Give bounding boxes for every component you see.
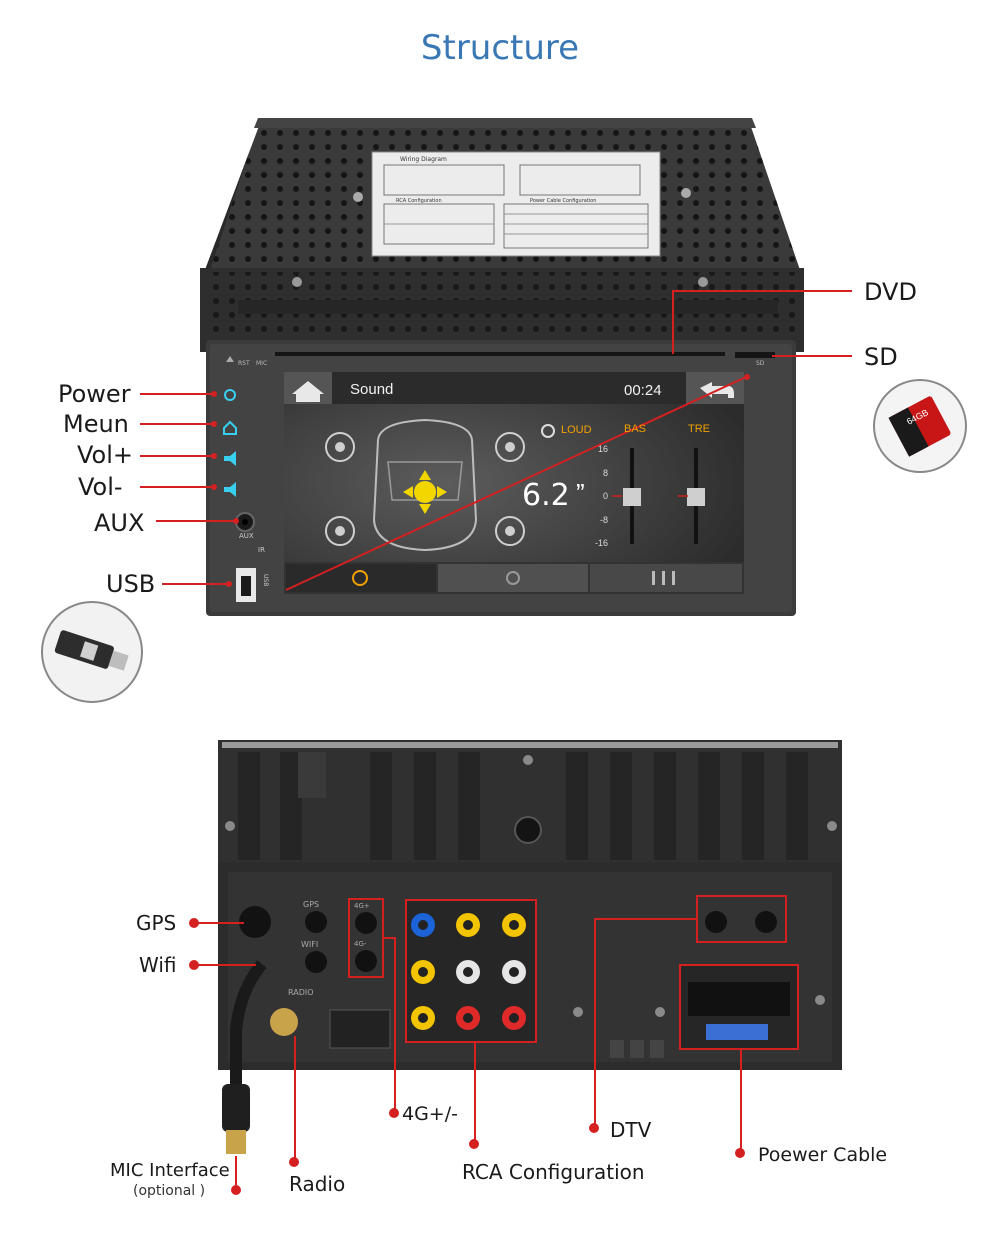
wifi-label: Wifi	[139, 953, 177, 977]
power-cable-label: Poewer Cable	[758, 1144, 888, 1166]
mic-interface-label: MIC Interface	[110, 1160, 230, 1181]
screen-title: Sound	[350, 381, 394, 398]
wifi-port-label: WIFI	[301, 940, 319, 949]
scale-minus-8: -8	[599, 515, 608, 525]
vol-up-label: Vol+	[77, 441, 134, 469]
sd-panel-label: SD	[756, 360, 765, 367]
g4m-port-label: 4G-	[354, 940, 367, 948]
gps-port-label: GPS	[303, 900, 320, 909]
scale-8: 8	[602, 468, 608, 478]
bas-label: BAS	[624, 423, 647, 435]
label-sheet-rca: RCA Configuration	[396, 198, 442, 204]
4g-label: 4G+/-	[402, 1103, 458, 1125]
usb-label: USB	[106, 570, 156, 598]
ir-panel-label: IR	[258, 546, 265, 554]
rst-label: RST	[238, 360, 250, 367]
screen-size-inch-mark: ”	[576, 478, 585, 508]
power-label: Power	[58, 380, 131, 408]
dtv-label: DTV	[610, 1118, 652, 1142]
page-title: Structure	[420, 28, 580, 68]
aux-panel-label: AUX	[239, 532, 254, 540]
tre-label: TRE	[688, 423, 710, 435]
usb-panel-label: USB	[262, 574, 269, 587]
label-sheet-header: Wiring Diagram	[400, 156, 447, 163]
gps-label: GPS	[136, 911, 177, 935]
screen-time: 00:24	[624, 382, 662, 399]
scale-0: 0	[602, 491, 608, 501]
rca-configuration-label: RCA Configuration	[462, 1160, 645, 1184]
radio-port-label: RADIO	[288, 988, 314, 997]
scale-minus-16: -16	[594, 538, 608, 548]
screen-size-value: 6.2	[522, 478, 570, 513]
scale-16: 16	[597, 444, 608, 454]
loud-label: LOUD	[561, 424, 592, 436]
mic-label: MIC	[256, 360, 268, 367]
radio-label: Radio	[289, 1172, 346, 1196]
g4p-port-label: 4G+	[354, 902, 370, 910]
menu-label: Meun	[63, 410, 129, 438]
mic-optional-note: (optional )	[133, 1183, 206, 1199]
aux-label: AUX	[94, 509, 145, 537]
dvd-label: DVD	[864, 278, 917, 306]
label-sheet-power: Power Cable Configuration	[530, 198, 597, 204]
vol-down-label: Vol-	[78, 473, 123, 501]
sd-label: SD	[864, 343, 898, 371]
